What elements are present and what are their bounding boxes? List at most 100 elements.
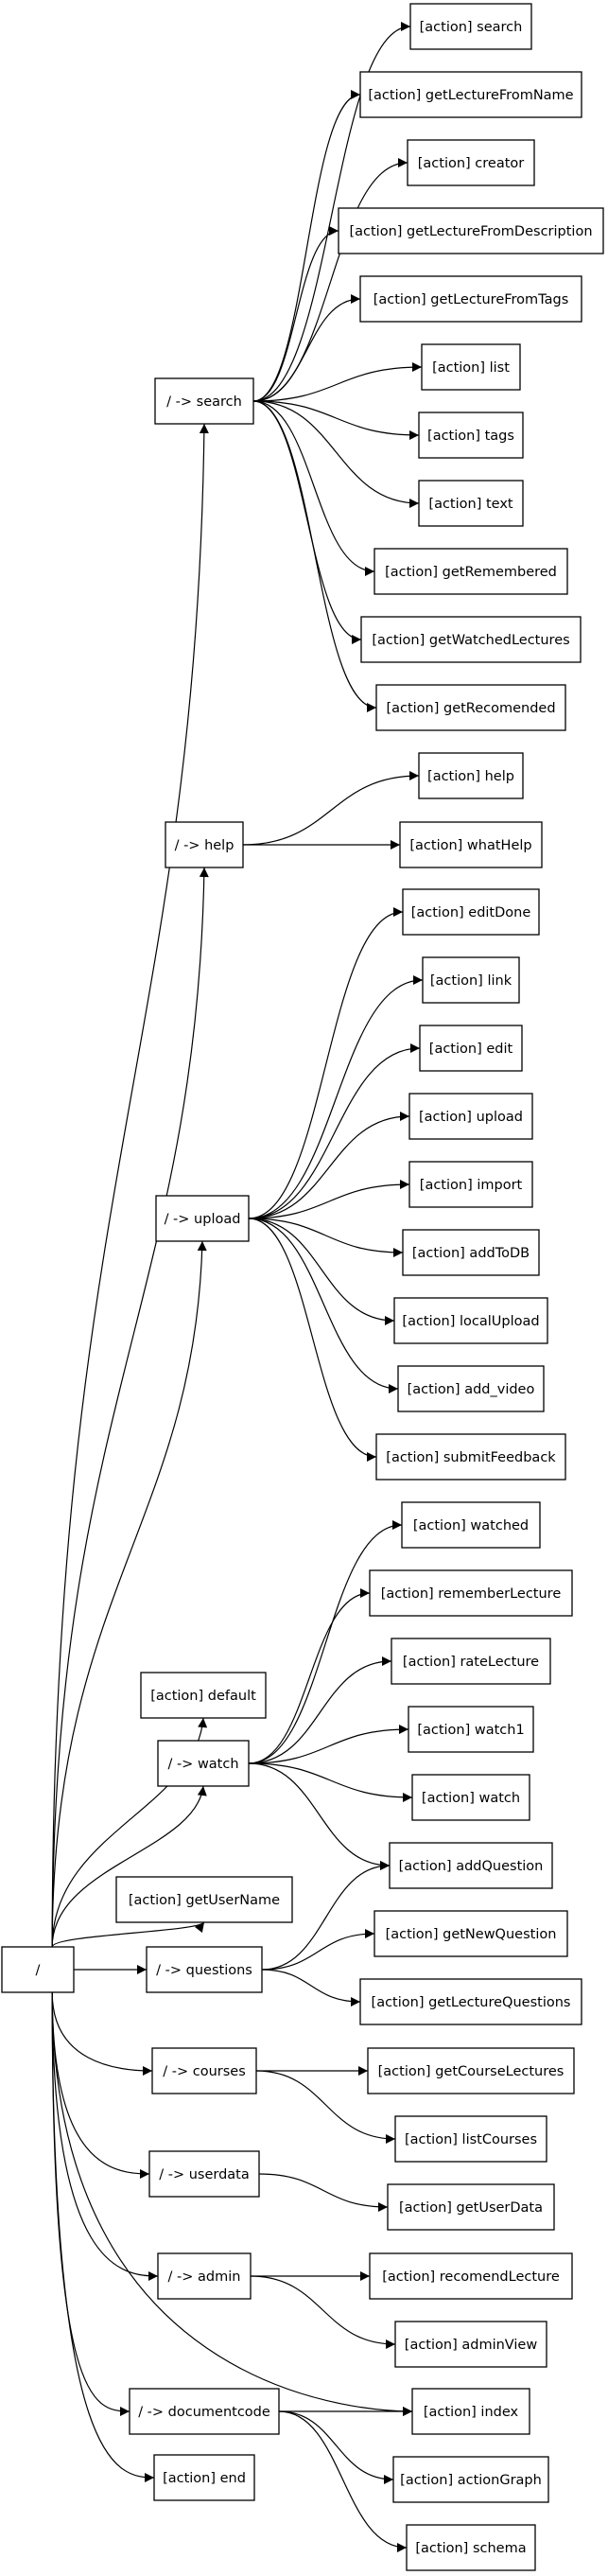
node-box bbox=[140, 1672, 267, 1719]
node-u-import: [action] import bbox=[408, 1161, 533, 1208]
node-label: [action] getRemembered bbox=[385, 565, 557, 580]
node-label: [action] add_video bbox=[408, 1382, 535, 1397]
node-s-text: [action] text bbox=[418, 480, 524, 527]
node-label: / -> documentcode bbox=[138, 2405, 270, 2420]
node-label: [action] adminView bbox=[405, 2338, 538, 2353]
edge-watch-ctrl-to-w-add-question bbox=[248, 1762, 391, 1870]
node-box bbox=[115, 1876, 293, 1923]
node-label: / -> search bbox=[166, 394, 242, 410]
node-box bbox=[419, 1025, 523, 1072]
node-s-search: [action] search bbox=[409, 3, 532, 50]
node-label: [action] schema bbox=[415, 2541, 526, 2556]
node-u-edit-done: [action] editDone bbox=[402, 888, 540, 936]
node-box bbox=[402, 1229, 540, 1276]
node-help-ctrl: / -> help bbox=[165, 821, 244, 868]
edge-upload-ctrl-to-u-import bbox=[248, 1180, 410, 1219]
node-label: [action] submitFeedback bbox=[386, 1450, 556, 1465]
node-q-get-lecture-questions: [action] getLectureQuestions bbox=[359, 1978, 582, 2025]
node-s-get-watched-lectures: [action] getWatchedLectures bbox=[360, 616, 582, 663]
node-label: / -> userdata bbox=[159, 2167, 250, 2182]
node-box bbox=[394, 2321, 547, 2368]
node-label: [action] localUpload bbox=[402, 1314, 539, 1329]
node-label: [action] index bbox=[424, 2405, 519, 2420]
node-box bbox=[393, 1297, 548, 1344]
node-s-get-lecture-from-tags: [action] getLectureFromTags bbox=[359, 275, 582, 323]
node-box bbox=[418, 752, 524, 799]
edge-upload-ctrl-to-u-local-upload bbox=[248, 1218, 395, 1325]
node-box bbox=[408, 1706, 534, 1753]
node-label: [action] editDone bbox=[411, 905, 531, 920]
edge-upload-ctrl-to-u-submit-feedback bbox=[248, 1218, 377, 1462]
node-label: / -> courses bbox=[163, 2064, 246, 2079]
node-box bbox=[359, 275, 582, 323]
node-box bbox=[402, 888, 540, 936]
node-box bbox=[411, 2388, 530, 2435]
edge-search-ctrl-to-s-get-lecture-from-name bbox=[252, 90, 361, 402]
node-watch-ctrl: / -> watch bbox=[157, 1740, 250, 1787]
node-box bbox=[418, 480, 524, 527]
node-label: [action] getUserData bbox=[399, 2200, 543, 2216]
node-box bbox=[401, 1501, 541, 1549]
edge-search-ctrl-to-s-get-watched-lectures bbox=[252, 400, 362, 644]
node-s-get-recomended: [action] getRecomended bbox=[375, 684, 566, 731]
node-box bbox=[391, 1638, 551, 1685]
edge-courses-ctrl-to-c-list-courses bbox=[255, 2070, 396, 2144]
node-box bbox=[397, 1365, 545, 1412]
node-label: [action] end bbox=[163, 2471, 246, 2486]
node-box bbox=[389, 1842, 553, 1889]
node-label: [action] watched bbox=[413, 1518, 529, 1533]
node-admin-ctrl: / -> admin bbox=[157, 2252, 252, 2300]
node-box bbox=[165, 821, 244, 868]
node-box bbox=[387, 2183, 555, 2231]
node-label: [action] rateLecture bbox=[403, 1655, 539, 1670]
node-courses-ctrl: / -> courses bbox=[151, 2047, 257, 2094]
edge-root-to-end bbox=[51, 1991, 155, 2482]
node-default: [action] default bbox=[140, 1672, 267, 1719]
node-box bbox=[422, 956, 520, 1004]
node-box bbox=[155, 1195, 250, 1242]
edge-watch-ctrl-to-w-watch bbox=[248, 1762, 413, 1802]
node-w-watch1: [action] watch1 bbox=[408, 1706, 534, 1753]
node-label: [action] edit bbox=[429, 1042, 513, 1057]
node-w-rate-lecture: [action] rateLecture bbox=[391, 1638, 551, 1685]
node-a-admin-view: [action] adminView bbox=[394, 2321, 547, 2368]
edge-root-to-get-user-name bbox=[51, 1921, 205, 1948]
node-s-get-lecture-from-name: [action] getLectureFromName bbox=[359, 71, 582, 118]
node-u-upload: [action] upload bbox=[408, 1093, 533, 1140]
node-ud-get-user-data: [action] getUserData bbox=[387, 2183, 555, 2231]
node-label: / bbox=[36, 1963, 41, 1978]
node-q-get-new-question: [action] getNewQuestion bbox=[373, 1910, 568, 1957]
node-label: [action] actionGraph bbox=[400, 2473, 542, 2488]
node-box bbox=[394, 2115, 547, 2163]
node-s-list: [action] list bbox=[421, 343, 521, 391]
node-box bbox=[151, 2047, 257, 2094]
node-h-help: [action] help bbox=[418, 752, 524, 799]
node-box bbox=[399, 821, 543, 868]
edge-upload-ctrl-to-u-edit bbox=[248, 1043, 421, 1219]
edge-userdata-ctrl-to-ud-get-user-data bbox=[258, 2173, 389, 2212]
edge-root-to-admin-ctrl bbox=[51, 1991, 159, 2281]
node-label: [action] tags bbox=[427, 429, 514, 444]
edge-upload-ctrl-to-u-edit-done bbox=[248, 907, 404, 1219]
node-box bbox=[418, 412, 524, 459]
node-label: [action] listCourses bbox=[405, 2132, 537, 2147]
node-label: [action] watch1 bbox=[417, 1723, 524, 1738]
edge-search-ctrl-to-s-tags bbox=[252, 400, 420, 440]
node-label: [action] addQuestion bbox=[399, 1859, 544, 1874]
edge-root-to-documentcode-ctrl bbox=[51, 1991, 130, 2416]
node-box bbox=[129, 2388, 280, 2435]
node-box bbox=[359, 71, 582, 118]
edge-search-ctrl-to-s-text bbox=[252, 400, 420, 508]
node-box bbox=[157, 1740, 250, 1787]
edge-watch-ctrl-to-w-watch1 bbox=[248, 1725, 409, 1764]
node-box bbox=[369, 1569, 573, 1617]
node-box bbox=[407, 139, 535, 186]
node-label: [action] help bbox=[427, 769, 514, 784]
node-box bbox=[373, 1910, 568, 1957]
node-documentcode-ctrl: / -> documentcode bbox=[129, 2388, 280, 2435]
edge-root-to-index bbox=[51, 1991, 413, 2416]
node-label: [action] search bbox=[420, 20, 523, 35]
edge-watch-ctrl-to-w-rate-lecture bbox=[248, 1656, 392, 1764]
node-label: [action] default bbox=[150, 1689, 256, 1704]
node-label: [action] whatHelp bbox=[409, 838, 531, 853]
